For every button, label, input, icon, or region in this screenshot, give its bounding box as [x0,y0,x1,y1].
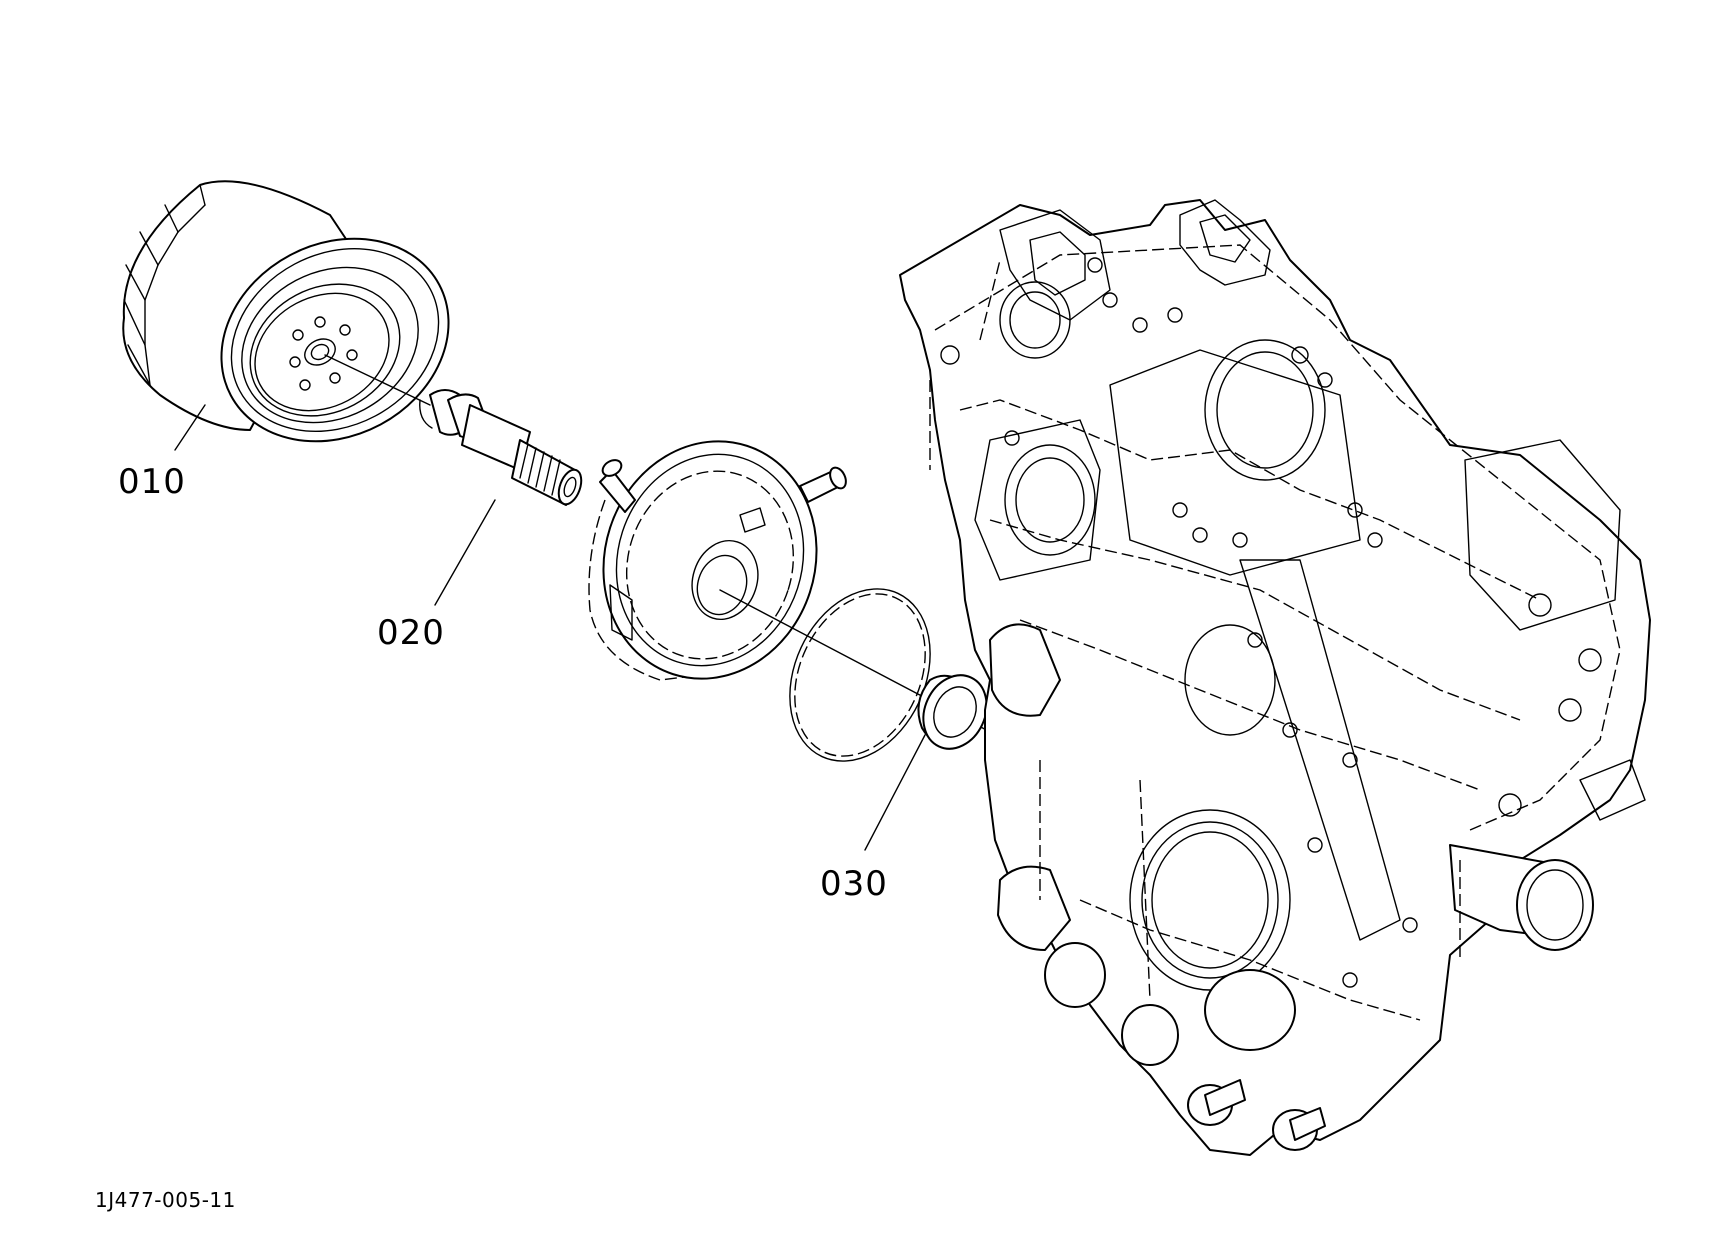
oil-cooler-drawing[interactable] [573,413,849,706]
collar-drawing[interactable] [912,665,998,759]
part-label-010[interactable]: 010 [118,462,186,502]
center-pipe-drawing[interactable] [419,389,586,507]
axis-line-filter-to-pipe [324,354,431,406]
leader-line-020 [434,499,496,606]
leader-line-030 [864,734,926,851]
part-label-020[interactable]: 020 [377,613,445,653]
drawing-reference-code: 1J477-005-11 [95,1188,236,1212]
gear-case-drawing[interactable] [899,199,1651,1156]
oil-filter-drawing[interactable] [122,180,484,480]
part-label-030[interactable]: 030 [820,864,888,904]
leader-line-010 [174,404,206,451]
